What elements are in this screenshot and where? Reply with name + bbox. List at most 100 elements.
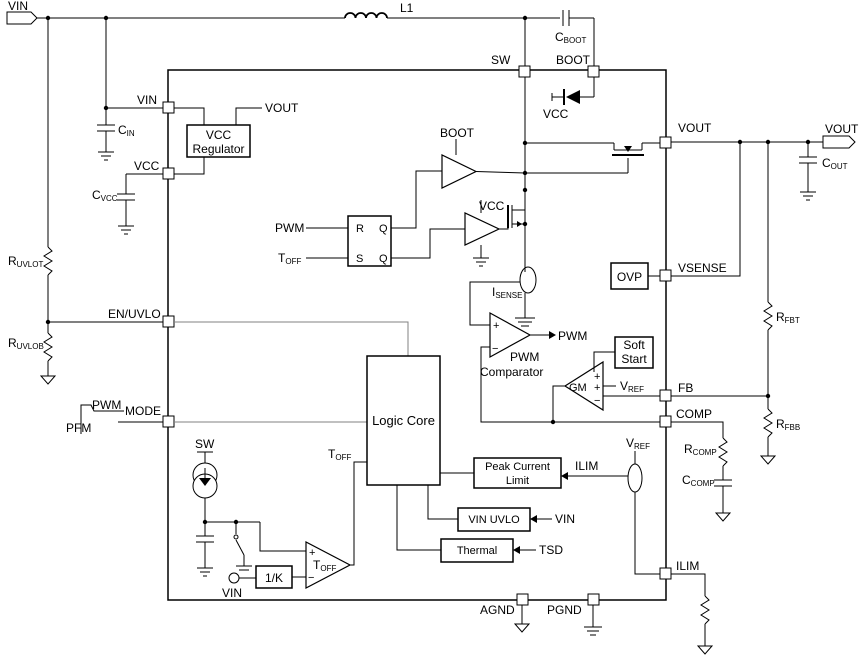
- boot-diode: [566, 90, 580, 104]
- vref2-label: VREF: [626, 436, 650, 451]
- ovp-block: [610, 262, 649, 290]
- pin-sw: [518, 65, 531, 78]
- low-side-driver: [464, 212, 501, 246]
- latch-pwm-label: PWM: [275, 221, 304, 235]
- pwm-out-label: PWM: [558, 329, 587, 343]
- inductor-label: L1: [400, 1, 414, 15]
- ccomp-label: CCOMP: [682, 473, 715, 488]
- vout-port-label: VOUT: [825, 122, 859, 136]
- latch-toff-label: TOFF: [278, 251, 301, 266]
- vin-port: [6, 11, 38, 25]
- sw-source-label: SW: [195, 437, 215, 451]
- boot-label: BOOT: [440, 126, 475, 140]
- vref-sense-loop: [627, 463, 643, 493]
- pin-en-label: EN/UVLO: [108, 307, 161, 321]
- latch-q1: Q: [379, 223, 388, 235]
- vcc-reg-out-label: VOUT: [265, 101, 299, 115]
- vout-port: [822, 135, 856, 149]
- pin-vin-label: VIN: [137, 93, 157, 107]
- peak-limit-line2: Limit: [506, 475, 529, 487]
- pin-pgnd: [587, 593, 600, 606]
- resistor-ruvlot: [43, 246, 53, 276]
- pin-boot-label: BOOT: [556, 53, 591, 67]
- mode-pfm-label: PFM: [66, 421, 91, 435]
- low-driver-vcc-label: VCC: [479, 199, 505, 213]
- ground-rfbb: [759, 455, 777, 465]
- logic-core-label: Logic Core: [372, 413, 435, 428]
- resistor-rfbb: [763, 408, 773, 438]
- ic-outline: [167, 69, 667, 601]
- isense-loop: [519, 266, 537, 294]
- vin-port-label: VIN: [8, 0, 28, 13]
- vin-uvlo-in-label: VIN: [555, 512, 575, 526]
- soft-start-block: [614, 336, 654, 369]
- pin-vsense-label: VSENSE: [678, 261, 727, 275]
- resistor-rfbt: [763, 301, 773, 331]
- ruvlob-label: RUVLOB: [8, 336, 44, 351]
- pin-vsense: [659, 269, 672, 282]
- pin-comp: [659, 415, 672, 428]
- cboot-label: CBOOT: [555, 30, 586, 45]
- pin-mode-label: MODE: [125, 404, 161, 418]
- timer-switch: [235, 539, 245, 556]
- rfbt-label: RFBT: [776, 310, 800, 325]
- resistor-rcomp: [718, 437, 728, 467]
- rfbb-label: RFBB: [776, 417, 800, 432]
- timer-vin-label: VIN: [222, 586, 242, 600]
- pin-ilim-label: ILIM: [676, 559, 699, 573]
- pin-vout-label: VOUT: [678, 121, 712, 135]
- diode-vcc-label: VCC: [543, 107, 569, 121]
- ground-comp: [714, 512, 732, 522]
- pin-agnd-label: AGND: [480, 603, 515, 617]
- toff-comparator: [305, 541, 352, 589]
- inductor-l1: [344, 12, 388, 19]
- logic-core-block: [366, 355, 441, 486]
- gm-plus-top: +: [594, 371, 600, 383]
- pin-vin: [162, 101, 175, 114]
- ovp-label: OVP: [617, 270, 642, 284]
- pin-sw-label: SW: [491, 53, 511, 67]
- resistor-ruvlob: [43, 332, 53, 362]
- logic-toff-label: TOFF: [328, 447, 351, 462]
- gm-plus-mid: +: [594, 382, 600, 394]
- high-side-driver: [441, 154, 478, 189]
- latch-q2: Q: [379, 253, 388, 265]
- comparator-line1: PWM: [510, 350, 539, 364]
- cout-label: COUT: [822, 156, 848, 171]
- pwm-comp-plus: +: [493, 320, 499, 332]
- toff-comp-label: TOFF: [313, 558, 336, 573]
- rcomp-label: RCOMP: [684, 442, 717, 457]
- pin-pgnd-label: PGND: [547, 603, 582, 617]
- pin-ilim: [659, 567, 672, 580]
- pin-agnd: [516, 593, 529, 606]
- pwm-comparator: [489, 311, 532, 359]
- cin-label: CIN: [118, 123, 135, 138]
- pin-vcc: [162, 167, 175, 180]
- ruvlot-label: RUVLOT: [8, 254, 43, 269]
- isense-label: ISENSE: [492, 285, 522, 300]
- soft-start-line2: Start: [621, 352, 647, 366]
- gm-minus: −: [594, 395, 600, 407]
- latch-s: S: [356, 253, 363, 265]
- pin-en-uvlo: [162, 315, 175, 328]
- vcc-reg-line1: VCC: [206, 128, 232, 142]
- pin-comp-label: COMP: [676, 407, 712, 421]
- pin-vcc-label: VCC: [134, 159, 160, 173]
- peak-limit-in-label: ILIM: [575, 459, 598, 473]
- gm-vref-label: VREF: [620, 379, 644, 394]
- soft-start-line1: Soft: [623, 338, 645, 352]
- cvcc-label: CVCC: [92, 188, 118, 203]
- vcc-regulator-block: [186, 124, 251, 158]
- latch-r: R: [356, 223, 364, 235]
- ground-ruvlob: [39, 375, 57, 385]
- vin-uvlo-label: VIN UVLO: [468, 514, 520, 526]
- pin-boot: [587, 65, 600, 78]
- thermal-label: Thermal: [457, 545, 497, 557]
- resistor-ilim: [700, 595, 710, 625]
- toff-comp-plus: +: [309, 547, 315, 559]
- comparator-line2: Comparator: [480, 365, 543, 379]
- pwm-comp-minus: −: [492, 343, 498, 355]
- ground-agnd: [513, 623, 531, 633]
- mode-pwm-label: PWM: [92, 398, 121, 412]
